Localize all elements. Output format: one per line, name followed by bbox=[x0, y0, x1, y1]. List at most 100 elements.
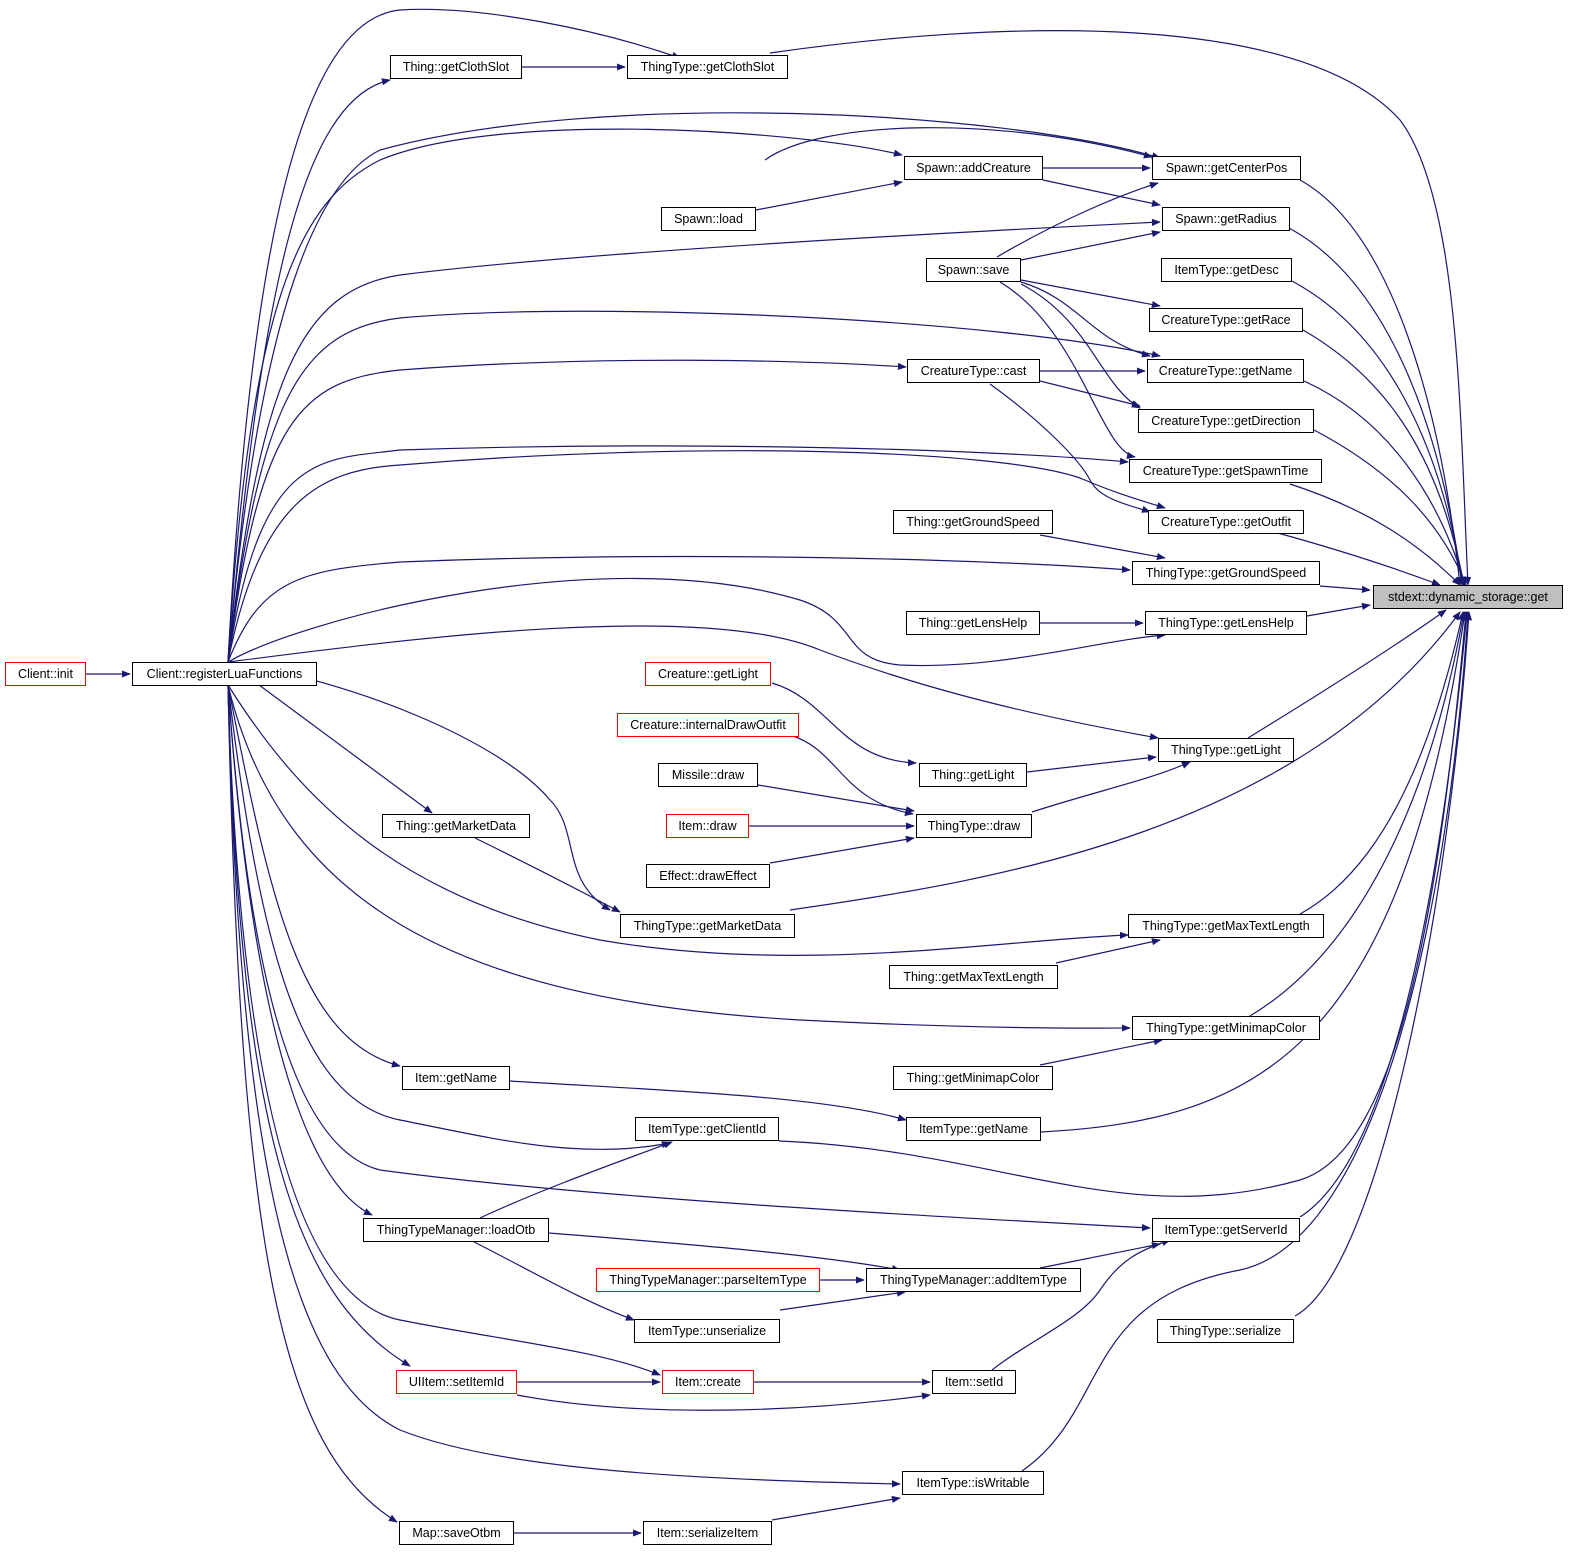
node-item-serializeitem[interactable]: Item::serializeItem bbox=[643, 1521, 772, 1545]
call-edge bbox=[1299, 611, 1470, 1218]
call-edge bbox=[227, 218, 1161, 663]
node-spawn-getcenterpos[interactable]: Spawn::getCenterPos bbox=[1152, 156, 1301, 180]
call-edge bbox=[1055, 938, 1161, 964]
call-edge bbox=[1273, 531, 1441, 586]
node-client-init[interactable]: Client::init bbox=[5, 662, 86, 686]
node-root[interactable]: stdext::dynamic_storage::get bbox=[1373, 585, 1563, 609]
call-edge bbox=[227, 445, 1129, 663]
node-thingtype-getmaxtextlength[interactable]: ThingType::getMaxTextLength bbox=[1128, 914, 1324, 938]
node-spawn-load[interactable]: Spawn::load bbox=[661, 207, 756, 231]
call-edge bbox=[227, 661, 433, 814]
node-creature-internaldrawoutfit[interactable]: Creature::internalDrawOutfit bbox=[617, 713, 799, 737]
node-thingtype-getlenshelp[interactable]: ThingType::getLensHelp bbox=[1145, 611, 1307, 635]
call-edge bbox=[1031, 761, 1191, 813]
call-edge bbox=[1042, 179, 1161, 207]
node-thingtypemanager-parseitemtype[interactable]: ThingTypeManager::parseItemType bbox=[596, 1268, 820, 1292]
node-thingtype-getclothslot[interactable]: ThingType::getClothSlot bbox=[627, 55, 788, 79]
node-missile-draw[interactable]: Missile::draw bbox=[658, 763, 758, 787]
call-edge bbox=[1020, 230, 1161, 261]
node-thing-getminimapcolor[interactable]: Thing::getMinimapColor bbox=[893, 1066, 1053, 1090]
call-edge bbox=[227, 684, 1129, 956]
call-edge bbox=[227, 661, 611, 911]
call-edge bbox=[771, 682, 917, 767]
node-spawn-addcreature[interactable]: Spawn::addCreature bbox=[904, 156, 1043, 180]
node-client-registerluafunctions[interactable]: Client::registerLuaFunctions bbox=[132, 662, 317, 686]
call-edge bbox=[1249, 611, 1467, 1017]
node-item-getname[interactable]: Item::getName bbox=[402, 1066, 510, 1090]
node-itemtype-getname[interactable]: ItemType::getName bbox=[906, 1117, 1041, 1141]
call-edge bbox=[227, 684, 1131, 1032]
node-thingtype-getminimapcolor[interactable]: ThingType::getMinimapColor bbox=[1132, 1016, 1320, 1040]
call-edge bbox=[1026, 754, 1157, 773]
node-itemtype-unserialize[interactable]: ItemType::unserialize bbox=[634, 1319, 780, 1343]
node-thing-getlenshelp[interactable]: Thing::getLensHelp bbox=[906, 611, 1040, 635]
node-itemtype-getclientid[interactable]: ItemType::getClientId bbox=[635, 1117, 779, 1141]
call-edge bbox=[227, 684, 373, 1216]
node-thing-getlight[interactable]: Thing::getLight bbox=[919, 763, 1027, 787]
node-thingtype-getgroundspeed[interactable]: ThingType::getGroundSpeed bbox=[1132, 561, 1320, 585]
call-edge bbox=[1299, 179, 1463, 586]
call-edge bbox=[755, 179, 903, 211]
call-edge bbox=[227, 128, 903, 663]
call-edge bbox=[996, 182, 1159, 258]
node-thingtype-getmarketdata[interactable]: ThingType::getMarketData bbox=[620, 914, 795, 938]
node-creaturetype-getname[interactable]: CreatureType::getName bbox=[1147, 359, 1304, 383]
call-edge bbox=[789, 611, 1461, 911]
node-item-create[interactable]: Item::create bbox=[662, 1370, 754, 1394]
node-creaturetype-getoutfit[interactable]: CreatureType::getOutfit bbox=[1148, 510, 1304, 534]
call-edge bbox=[1299, 611, 1465, 915]
call-edge bbox=[479, 1141, 673, 1219]
call-edge bbox=[227, 555, 1131, 663]
node-itemtype-iswritable[interactable]: ItemType::isWritable bbox=[902, 1471, 1044, 1495]
node-thingtypemanager-additemtype[interactable]: ThingTypeManager::addItemType bbox=[866, 1268, 1081, 1292]
call-edge bbox=[516, 1392, 931, 1411]
call-edge bbox=[779, 1289, 906, 1311]
node-thingtype-draw[interactable]: ThingType::draw bbox=[916, 814, 1032, 838]
call-edge bbox=[778, 611, 1469, 1197]
call-edge bbox=[1039, 1242, 1161, 1269]
node-creaturetype-getdirection[interactable]: CreatureType::getDirection bbox=[1138, 409, 1314, 433]
node-item-setid[interactable]: Item::setId bbox=[932, 1370, 1016, 1394]
node-creature-getlight[interactable]: Creature::getLight bbox=[645, 662, 771, 686]
node-creaturetype-getrace[interactable]: CreatureType::getRace bbox=[1149, 308, 1303, 332]
call-edge bbox=[227, 684, 1151, 1232]
node-effect-draweffect[interactable]: Effect::drawEffect bbox=[646, 864, 770, 888]
call-edge bbox=[771, 1495, 901, 1521]
node-thingtype-getlight[interactable]: ThingType::getLight bbox=[1158, 738, 1294, 762]
call-edge bbox=[1039, 380, 1141, 408]
node-thing-getclothslot[interactable]: Thing::getClothSlot bbox=[390, 55, 522, 79]
node-spawn-save[interactable]: Spawn::save bbox=[926, 258, 1021, 282]
node-item-draw[interactable]: Item::draw bbox=[666, 814, 749, 838]
call-edge bbox=[227, 684, 661, 1376]
node-thing-getmarketdata[interactable]: Thing::getMarketData bbox=[382, 814, 530, 838]
node-thing-getmaxtextlength[interactable]: Thing::getMaxTextLength bbox=[889, 965, 1058, 989]
call-edge bbox=[1020, 281, 1151, 358]
node-itemtype-getserverid[interactable]: ItemType::getServerId bbox=[1152, 1218, 1300, 1242]
call-edge bbox=[1303, 380, 1467, 586]
node-thingtypemanager-loadotb[interactable]: ThingTypeManager::loadOtb bbox=[363, 1218, 549, 1242]
node-creaturetype-getspawntime[interactable]: CreatureType::getSpawnTime bbox=[1129, 459, 1322, 483]
call-edge bbox=[227, 450, 1166, 663]
call-edge bbox=[1020, 283, 1141, 409]
call-edge bbox=[227, 8, 681, 663]
node-spawn-getradius[interactable]: Spawn::getRadius bbox=[1162, 207, 1290, 231]
call-edge bbox=[1294, 611, 1473, 1317]
node-uiitem-setitemid[interactable]: UIItem::setItemId bbox=[396, 1370, 517, 1394]
node-itemtype-getdesc[interactable]: ItemType::getDesc bbox=[1161, 258, 1292, 282]
call-edge bbox=[1288, 227, 1465, 586]
node-thingtype-serialize[interactable]: ThingType::serialize bbox=[1157, 1319, 1294, 1343]
call-edge bbox=[473, 1241, 635, 1321]
node-map-saveotbm[interactable]: Map::saveOtbm bbox=[399, 1521, 514, 1545]
call-edge bbox=[227, 684, 401, 1068]
call-edge bbox=[769, 30, 1472, 586]
call-edge bbox=[474, 837, 621, 913]
call-edge bbox=[1289, 483, 1461, 586]
call-edge bbox=[789, 734, 914, 817]
node-creaturetype-cast[interactable]: CreatureType::cast bbox=[907, 359, 1040, 383]
node-thing-getgroundspeed[interactable]: Thing::getGroundSpeed bbox=[893, 510, 1053, 534]
call-edge bbox=[757, 784, 915, 814]
call-edge bbox=[1247, 609, 1447, 739]
call-edge bbox=[1039, 534, 1166, 561]
call-edge bbox=[227, 78, 391, 663]
